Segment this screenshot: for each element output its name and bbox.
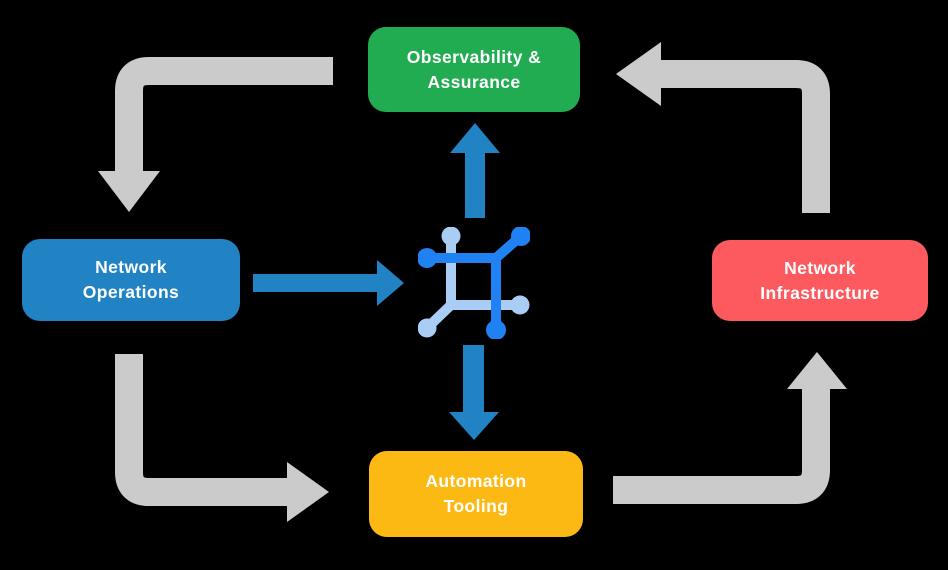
arrow-observability-to-operations — [98, 57, 333, 212]
blue-arrow-operations-to-center — [253, 260, 404, 306]
arrowhead-left-icon — [616, 42, 661, 106]
icon-node-left — [418, 248, 437, 268]
icon-node-bottom-left — [418, 318, 437, 338]
arrow-infrastructure-to-observability — [616, 42, 830, 213]
arrow-shaft — [661, 60, 830, 213]
icon-dark-segments — [418, 227, 530, 339]
node-network-operations: Network Operations — [22, 239, 240, 321]
network-fabric-icon — [418, 227, 530, 339]
arrowhead-down-icon — [98, 171, 160, 212]
node-label-line: Operations — [82, 282, 180, 302]
node-label-line: Assurance — [427, 71, 521, 92]
node-network-infrastructure: Network Infrastructure — [712, 240, 928, 321]
node-label-line: Automation — [425, 471, 527, 492]
node-label-line: Network — [95, 257, 167, 278]
arrowhead-right-icon — [287, 462, 329, 522]
arrow-shaft — [115, 57, 333, 172]
blue-arrow-center-to-automation — [449, 345, 499, 440]
node-label-line: Infrastructure — [760, 282, 880, 303]
arrow-automation-to-infrastructure — [613, 352, 847, 504]
arrow-shaft — [613, 389, 830, 504]
node-label-line: Network — [784, 257, 856, 278]
node-label-line: Observability & — [406, 46, 542, 67]
arrowhead-up-icon — [787, 352, 847, 389]
icon-node-top — [441, 227, 461, 246]
icon-node-right — [510, 295, 530, 315]
arrow-shaft — [115, 354, 288, 506]
blue-arrow-center-to-observability — [450, 123, 500, 218]
icon-node-bottom — [486, 320, 506, 339]
node-observability-assurance: Observability & Assurance — [368, 27, 580, 112]
icon-node-top-right — [511, 227, 530, 246]
node-label-line: Tooling — [443, 496, 509, 516]
node-automation-tooling: Automation Tooling — [369, 451, 583, 537]
arrow-operations-to-automation — [115, 354, 329, 522]
